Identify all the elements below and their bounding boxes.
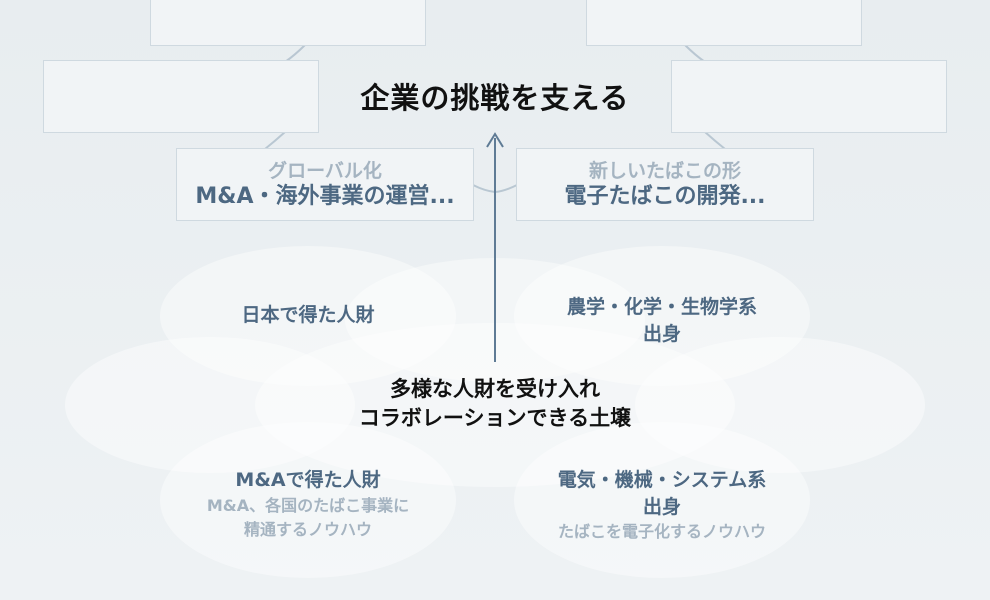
support-arrow-head bbox=[486, 132, 504, 148]
challenge-category: グローバル化 bbox=[268, 159, 382, 182]
box-top-left bbox=[150, 0, 426, 46]
talent-label: 農学・化学・生物学系 bbox=[566, 296, 757, 318]
foundation-text: 多様な人財を受け入れ コラボレーションできる土壌 bbox=[300, 375, 690, 433]
challenge-new-tobacco: 新しいたばこの形 電子たばこの開発... bbox=[516, 148, 814, 221]
ellipse-foundation bbox=[255, 323, 735, 487]
talent-japan: 日本で得た人財 bbox=[190, 302, 426, 328]
connector-mid-right bbox=[704, 131, 726, 150]
connector-lower-left bbox=[472, 184, 496, 193]
goal-title: 企業の挑戦を支える bbox=[360, 81, 630, 115]
talent-label: 日本で得た人財 bbox=[241, 304, 375, 326]
ellipse-right-wide bbox=[635, 337, 925, 473]
talent-elec-mech-sys: 電気・機械・システム系 出身 たばこを電子化するノウハウ bbox=[520, 466, 804, 544]
foundation-line1: 多様な人財を受け入れ bbox=[390, 377, 600, 401]
talent-agri-chem-bio: 農学・化学・生物学系 出身 bbox=[534, 294, 790, 348]
foundation-line2: コラボレーションできる土壌 bbox=[358, 406, 632, 430]
talent-label: M&Aで得た人財 bbox=[235, 469, 381, 491]
ellipse-talent-elec bbox=[514, 422, 810, 578]
talent-note: M&A、各国のたばこ事業に bbox=[206, 496, 410, 515]
connector-mid-left bbox=[264, 131, 286, 150]
box-mid-left bbox=[43, 60, 319, 133]
talent-note-2: 精通するノウハウ bbox=[243, 520, 372, 539]
box-top-right bbox=[586, 0, 862, 46]
challenge-detail: 電子たばこの開発... bbox=[564, 183, 766, 209]
ellipse-talent-agri bbox=[514, 246, 810, 386]
ellipse-left-wide bbox=[65, 337, 355, 473]
talent-label: 電気・機械・システム系 bbox=[557, 469, 767, 491]
ellipse-talent-japan bbox=[160, 246, 456, 386]
talent-ma: M&Aで得た人財 M&A、各国のたばこ事業に 精通するノウハウ bbox=[170, 466, 446, 542]
connector-lower-right bbox=[494, 184, 518, 193]
challenge-globalization: グローバル化 M&A・海外事業の運営... bbox=[176, 148, 474, 221]
ellipse-talent-ma bbox=[160, 422, 456, 578]
talent-label-sub: 出身 bbox=[642, 323, 681, 345]
box-mid-right bbox=[671, 60, 947, 133]
talent-label-sub: 出身 bbox=[642, 496, 681, 518]
challenge-category: 新しいたばこの形 bbox=[588, 159, 741, 182]
talent-note: たばこを電子化するノウハウ bbox=[557, 522, 766, 541]
challenge-detail: M&A・海外事業の運営... bbox=[195, 183, 455, 209]
